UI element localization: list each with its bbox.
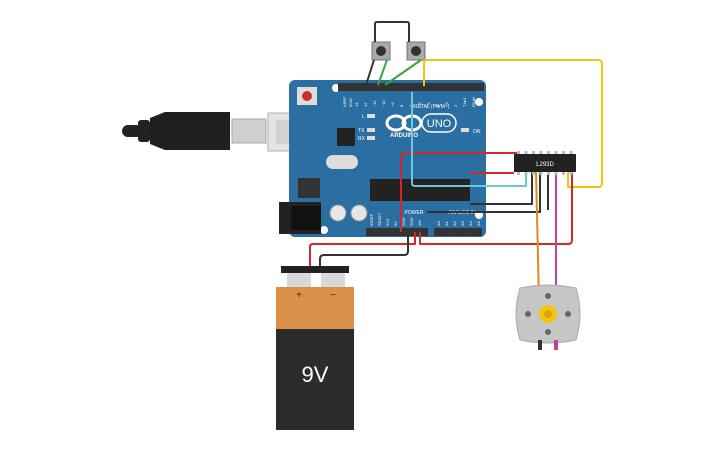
battery-plus-label: + — [296, 290, 302, 301]
wire-button-bridge — [374, 21, 410, 42]
on-led-label: ON — [473, 129, 481, 135]
rx-led-label: RX — [358, 136, 366, 142]
digital-pin-label-7: ~6 — [417, 102, 422, 107]
analog-pin-label-2: A2 — [452, 220, 457, 226]
digital-pin-label-4: ~9 — [390, 102, 395, 107]
analog-pin-label-4: A4 — [468, 220, 473, 226]
digital-pin-label-8: ~5 — [426, 102, 431, 107]
chip-pin-bottom-4 — [547, 172, 550, 175]
power-label: POWER — [405, 210, 424, 216]
wire-black-gnd — [427, 172, 541, 213]
digital-pin-label-3: ~10 — [381, 99, 386, 107]
digital-pins-label: DIGITAL (PWM~) — [411, 104, 450, 110]
digital-pin-label-0: 13 — [354, 102, 359, 107]
digital-pin-label-12: TX▸1 — [462, 97, 467, 107]
chip-pin-top-3 — [539, 151, 543, 154]
analog-pin-label-0: A0 — [436, 220, 441, 226]
wire-battery-red — [309, 232, 416, 268]
l-led-label: L — [362, 114, 365, 120]
battery-9v[interactable] — [276, 266, 354, 430]
digital-pin-label-10: ~3 — [444, 102, 449, 107]
arduino-model-label: UNO — [427, 118, 452, 130]
push-button-right[interactable] — [406, 41, 426, 61]
wire-red-vcc2 — [419, 172, 573, 245]
digital-pin-label-2: ~11 — [372, 100, 377, 107]
digital-pin-labels: 13 12 ~11 ~10 ~9 8 7 ~6 ~5 4 ~3 2 TX▸1 RX◂0 — [354, 96, 476, 107]
chip-pin-top-4 — [547, 151, 550, 154]
digital-pin-label-13: RX◂0 — [471, 96, 476, 107]
wire-button-green-1 — [377, 59, 388, 86]
battery-voltage-label: 9V — [302, 362, 329, 387]
analog-pin-label-3: A3 — [460, 220, 465, 226]
dc-motor[interactable] — [515, 284, 581, 350]
wire-battery-black — [319, 232, 409, 268]
l293d-chip[interactable] — [514, 151, 576, 175]
power-pin-label-6: Vin — [417, 220, 422, 226]
atmega-chip — [370, 179, 470, 201]
wire-cyan-input — [411, 92, 527, 187]
digital-pin-label-11: 2 — [453, 104, 458, 107]
chip-pin-top-2 — [532, 151, 535, 154]
power-pin-label-0: IOREF — [369, 213, 374, 226]
aref-pin-label: AREF — [342, 96, 347, 107]
chip-pin-top-1 — [524, 151, 528, 154]
push-button-left[interactable] — [371, 41, 391, 61]
digital-pin-label-1: 12 — [363, 102, 368, 107]
arduino-board[interactable] — [279, 80, 486, 237]
chip-pin-bottom-0 — [517, 172, 520, 175]
chip-pin-bottom-3 — [539, 172, 543, 175]
chip-pin-bottom-6 — [562, 172, 565, 175]
l293d-label: L293D — [536, 162, 554, 168]
tx-led-label: TX — [358, 128, 365, 134]
chip-pin-bottom-1 — [524, 172, 528, 175]
power-pin-label-5: GND — [409, 217, 414, 226]
digital-pin-label-6: 7 — [408, 104, 413, 107]
wire-black-gnd-2 — [470, 172, 533, 205]
chip-pin-bottom-5 — [554, 172, 558, 175]
chip-pin-top-7 — [569, 151, 573, 154]
digital-pin-label-9: 4 — [435, 104, 440, 107]
arduino-brand-label: ARDUINO — [390, 133, 418, 139]
digital-pin-label-5: 8 — [399, 104, 404, 107]
wire-yellow-enable — [423, 59, 603, 188]
wire-button-green-2 — [384, 59, 422, 86]
chip-pin-bottom-7 — [569, 172, 573, 175]
battery-minus-label: − — [330, 290, 336, 301]
analog-pin-label-1: A1 — [444, 220, 449, 226]
chip-pin-top-5 — [554, 151, 558, 154]
chip-pin-bottom-2 — [532, 172, 535, 175]
power-pin-label-2: 3V3 — [385, 218, 390, 226]
gnd-pin-label: GND — [348, 98, 353, 107]
chip-pin-top-6 — [562, 151, 565, 154]
chip-pin-top-0 — [517, 151, 520, 154]
analog-pin-label-5: A5 — [476, 220, 481, 226]
wire-red-5v — [400, 152, 519, 232]
power-pin-label-3: 5V — [393, 221, 398, 226]
power-pin-label-4: GND — [401, 217, 406, 226]
wire-button-ground — [365, 59, 375, 86]
power-pin-label-1: RESET — [377, 212, 382, 226]
